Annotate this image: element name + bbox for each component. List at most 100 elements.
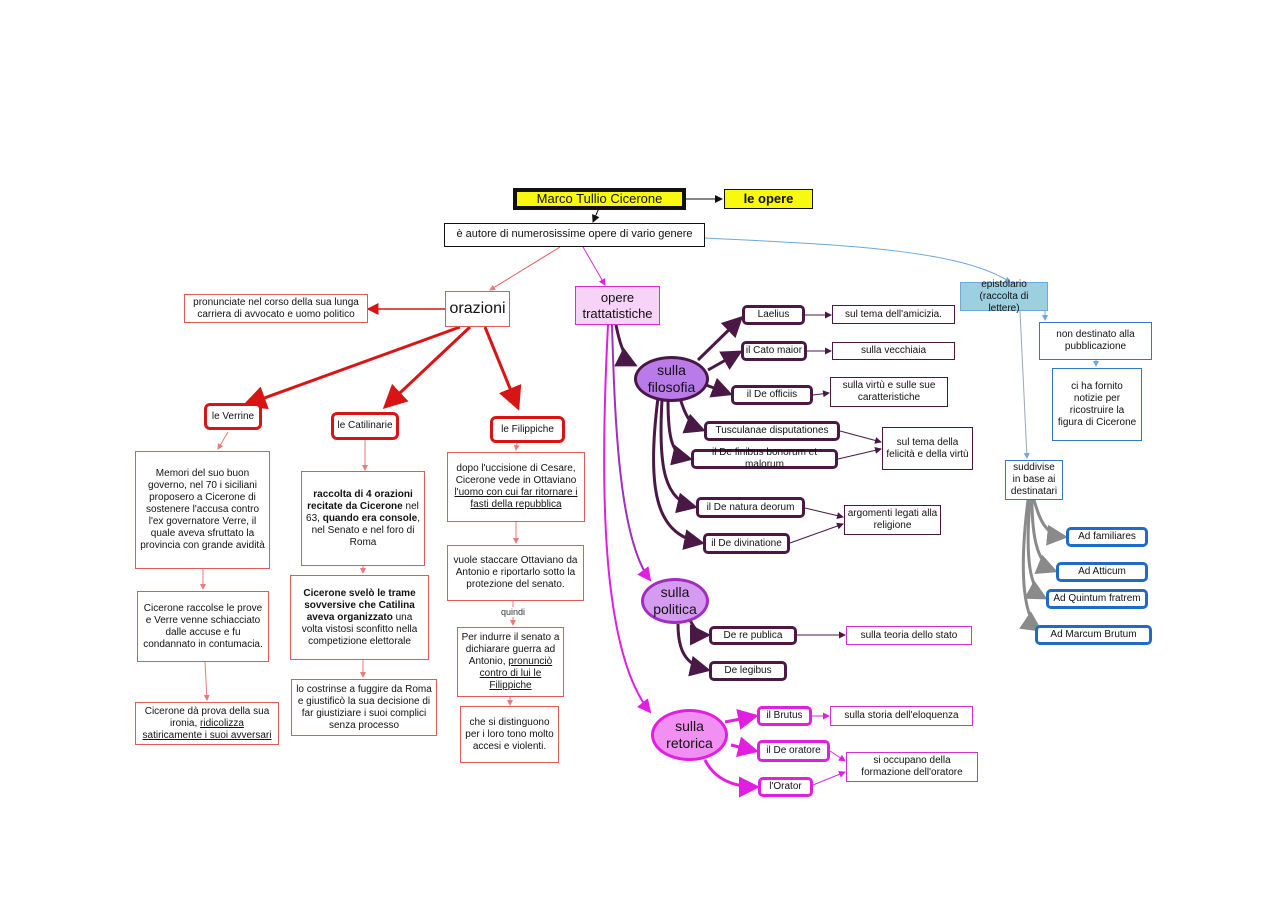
work-laelius-label: Laelius — [757, 309, 790, 320]
filippiche-text-1-content: dopo l'uccisione di Cesare, Cicerone ved… — [451, 463, 581, 511]
filippiche-text-2: vuole staccare Ottaviano da Antonio e ri… — [447, 545, 584, 601]
topic-religione-label: argomenti legati alla religione — [847, 508, 938, 531]
work-tusculanae: Tusculanae disputationes — [704, 421, 840, 441]
group-ad-familiares-label: Ad familiares — [1078, 531, 1136, 542]
topic-oratore-label: si occupano della formazione dell'orator… — [861, 755, 963, 778]
work-de-finibus: il De finibus bonorum et malorum — [691, 447, 838, 470]
work-de-officiis: il De officiis — [731, 385, 813, 405]
filippiche-text-3-content: Per indurre il senato a dichiarare guerr… — [461, 632, 560, 692]
filippiche-link-label: quindi — [499, 607, 528, 617]
verrine-text-2-content: Cicerone raccolse le prove e Verre venne… — [143, 602, 263, 650]
work-de-officiis-label: il De officiis — [746, 389, 798, 400]
topic-amicizia: sul tema dell'amicizia. — [832, 305, 955, 324]
work-laelius: Laelius — [742, 305, 805, 325]
catilinarie-text-1-content: raccolta di 4 orazioni recitate da Cicer… — [306, 489, 420, 549]
filippiche-text-1: dopo l'uccisione di Cesare, Cicerone ved… — [447, 452, 585, 522]
work-orator-label: l'Orator — [769, 781, 802, 792]
topic-felicita: sul tema della felicità e della virtù — [882, 427, 973, 470]
catilinarie-text-1c: quando era console — [322, 512, 418, 524]
epistolario-box: epistolario (raccolta di lettere) — [960, 279, 1048, 314]
topic-stato-label: sulla teoria dello stato — [860, 629, 958, 641]
trattati-label: opere trattatistiche — [582, 289, 653, 321]
subtitle-box: le opere — [724, 189, 813, 209]
catilinarie-text-2a: Cicerone svelò le trame sovversive che C… — [303, 587, 416, 623]
epistolario-note-3: suddivise in base ai destinatari — [1005, 460, 1063, 500]
verrine-text-3: Cicerone dà prova della sua ironia, ridi… — [135, 702, 279, 745]
politica-bubble: sulla politica — [641, 578, 709, 624]
work-de-natura-deorum-label: il De natura deorum — [706, 501, 795, 513]
politica-label: sulla politica — [653, 584, 697, 617]
work-de-legibus-label: De legibus — [724, 665, 772, 676]
orazioni-note-text: pronunciate nel corso della sua lunga ca… — [193, 296, 359, 320]
work-brutus: il Brutus — [757, 706, 812, 726]
topic-stato: sulla teoria dello stato — [846, 626, 972, 645]
work-de-natura-deorum: il De natura deorum — [696, 497, 805, 518]
catilinarie-label: le Catilinarie — [337, 420, 393, 431]
filippiche-text-1a: dopo l'uccisione di Cesare, Cicerone ved… — [455, 463, 577, 486]
topic-felicita-label: sul tema della felicità e della virtù — [886, 436, 969, 460]
topic-eloquenza-label: sulla storia dell'eloquenza — [844, 710, 959, 721]
title-box: Marco Tullio Cicerone — [513, 188, 686, 210]
intro-text: è autore di numerosissime opere di vario… — [456, 228, 693, 241]
topic-virtu-label: sulla virtù e sulle sue caratteristiche — [842, 380, 936, 403]
catilinarie-text-2: Cicerone svelò le trame sovversive che C… — [290, 575, 429, 660]
work-de-finibus-label: il De finibus bonorum et malorum — [711, 447, 818, 470]
epistolario-note-2: ci ha fornito notizie per ricostruire la… — [1052, 368, 1142, 441]
catilinarie-text-3: lo costrinse a fuggire da Roma e giustif… — [291, 679, 437, 736]
verrine-box: le Verrine — [204, 403, 262, 430]
orazioni-label: orazioni — [449, 300, 506, 318]
epistolario-note-1: non destinato alla pubblicazione — [1039, 322, 1152, 360]
filippiche-label: le Filippiche — [501, 423, 554, 435]
verrine-text-1-content: Memori del suo buon governo, nel 70 i si… — [140, 468, 265, 551]
verrine-text-2: Cicerone raccolse le prove e Verre venne… — [137, 591, 269, 662]
filosofia-label: sulla filosofia — [647, 362, 696, 395]
catilinarie-text-1d: , nel Senato e nel foro di Roma — [311, 512, 420, 548]
verrine-label: le Verrine — [211, 410, 255, 422]
filippiche-text-3: Per indurre il senato a dichiarare guerr… — [457, 627, 564, 697]
epistolario-note-2-text: ci ha fornito notizie per ricostruire la… — [1057, 380, 1137, 428]
group-ad-quintum: Ad Quintum fratrem — [1046, 589, 1148, 609]
topic-vecchiaia-label: sulla vecchiaia — [860, 345, 927, 356]
work-de-divinatione-label: il De divinatione — [711, 537, 782, 549]
work-cato-maior-label: il Cato maior — [745, 345, 803, 356]
filippiche-text-2-content: vuole staccare Ottaviano da Antonio e ri… — [453, 555, 578, 590]
work-tusculanae-label: Tusculanae disputationes — [715, 425, 829, 436]
work-de-re-publica: De re publica — [709, 626, 797, 645]
catilinarie-text-1a: raccolta di 4 orazioni recitate da Cicer… — [307, 488, 413, 512]
epistolario-note-3-text: suddivise in base ai destinatari — [1010, 462, 1058, 497]
work-de-legibus: De legibus — [709, 661, 787, 681]
work-de-oratore: il De oratore — [757, 740, 830, 762]
work-de-re-publica-label: De re publica — [723, 629, 783, 641]
work-brutus-label: il Brutus — [766, 710, 803, 721]
catilinarie-text-2b: una volta vistosi sconfitto nella compet… — [301, 611, 418, 647]
filippiche-text-1b: l'uomo con cui far ritornare i fasti del… — [454, 487, 578, 510]
filippiche-text-4-content: che si distinguono per i loro tono molto… — [465, 716, 554, 752]
filippiche-box: le Filippiche — [490, 416, 565, 443]
retorica-bubble: sulla retorica — [651, 709, 728, 761]
group-ad-marcum-brutum: Ad Marcum Brutum — [1035, 625, 1152, 645]
catilinarie-text-1b: nel 63, — [306, 500, 419, 524]
topic-virtu: sulla virtù e sulle sue caratteristiche — [830, 377, 948, 407]
epistolario-note-1-text: non destinato alla pubblicazione — [1056, 329, 1135, 352]
work-de-oratore-label: il De oratore — [766, 745, 821, 756]
topic-eloquenza: sulla storia dell'eloquenza — [830, 706, 973, 726]
group-ad-atticum: Ad Atticum — [1056, 562, 1148, 582]
group-ad-atticum-label: Ad Atticum — [1078, 566, 1126, 577]
catilinarie-text-1: raccolta di 4 orazioni recitate da Cicer… — [301, 471, 425, 566]
filippiche-text-3b: pronunciò contro di lui le Filippiche — [479, 656, 553, 691]
trattati-box: opere trattatistiche — [575, 286, 660, 325]
work-cato-maior: il Cato maior — [741, 341, 807, 361]
verrine-text-1: Memori del suo buon governo, nel 70 i si… — [135, 451, 270, 569]
topic-vecchiaia: sulla vecchiaia — [832, 342, 955, 360]
orazioni-note: pronunciate nel corso della sua lunga ca… — [184, 294, 368, 323]
topic-religione: argomenti legati alla religione — [844, 505, 941, 535]
orazioni-box: orazioni — [445, 291, 510, 327]
title-text: Marco Tullio Cicerone — [536, 191, 663, 207]
intro-box: è autore di numerosissime opere di vario… — [444, 223, 705, 247]
subtitle-text: le opere — [743, 191, 794, 207]
topic-oratore: si occupano della formazione dell'orator… — [846, 752, 978, 782]
group-ad-marcum-brutum-label: Ad Marcum Brutum — [1050, 629, 1137, 640]
verrine-text-3b: ridicolizza satiricamente i suoi avversa… — [142, 717, 272, 741]
topic-amicizia-label: sul tema dell'amicizia. — [845, 308, 942, 320]
filippiche-text-3a: Per indurre il senato a dichiarare guerr… — [461, 632, 560, 667]
